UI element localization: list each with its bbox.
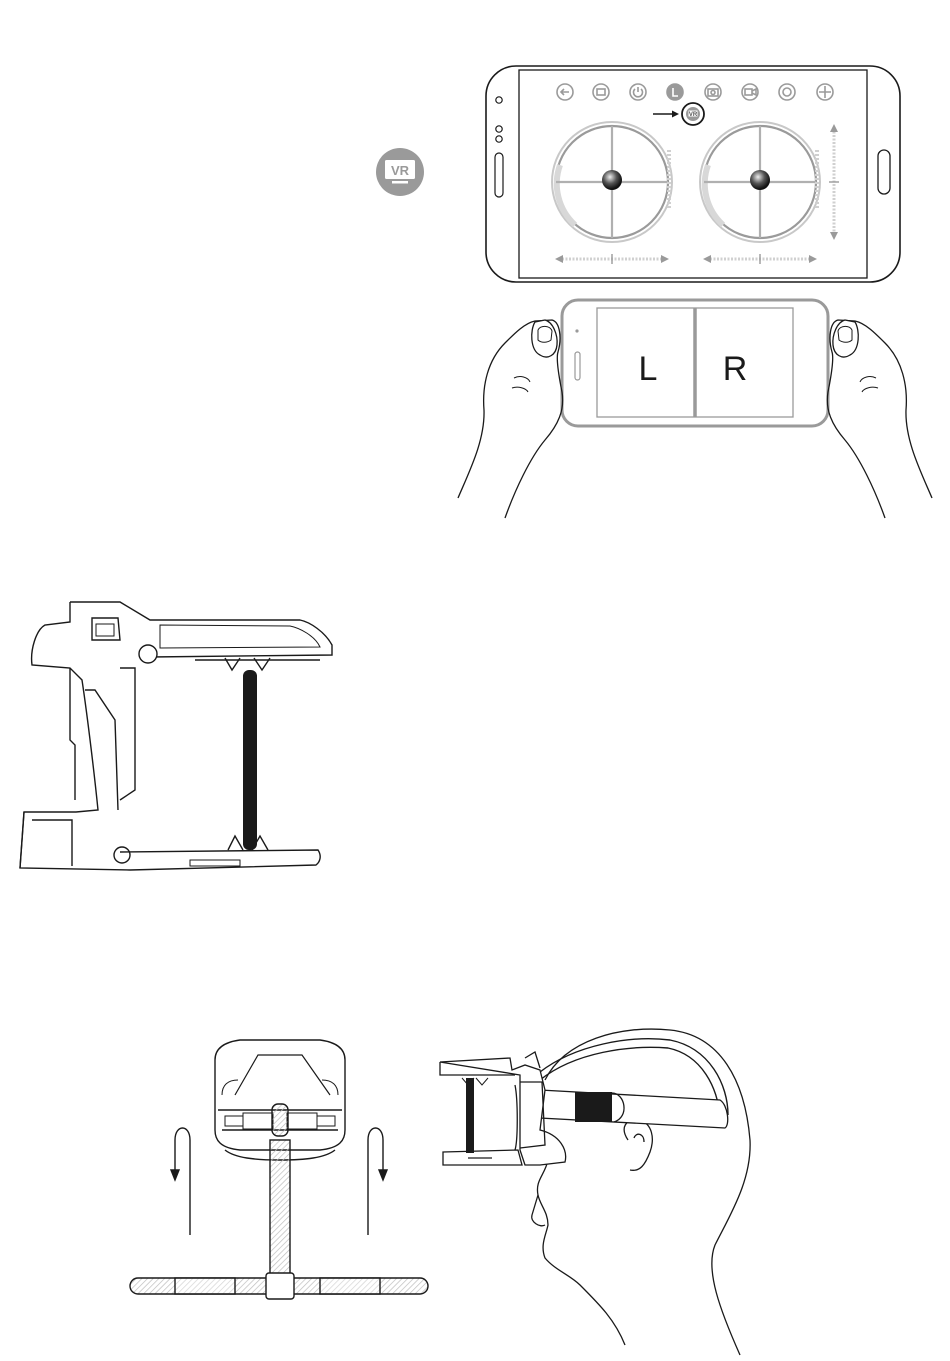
left-insert-arrow [171, 1128, 190, 1235]
vr-mode-badge: VR [376, 148, 424, 196]
ear [624, 1120, 652, 1171]
headset-worn-side-view [440, 1029, 750, 1355]
right-insert-arrow [368, 1128, 387, 1235]
right-joystick[interactable] [700, 122, 820, 242]
calibrate-icon[interactable] [817, 84, 833, 100]
right-joystick-knob[interactable] [750, 170, 770, 190]
left-joystick-knob[interactable] [602, 170, 622, 190]
l-mode-icon[interactable] [667, 84, 683, 100]
split-right-label: R [723, 350, 748, 388]
vr-button-label: VR [689, 112, 698, 118]
controller-phone: VR [486, 66, 900, 282]
top-head-strap [270, 1140, 290, 1280]
hands-holding-phone: L R [458, 300, 932, 518]
vr-badge-label: VR [391, 163, 410, 178]
left-joystick[interactable] [552, 122, 672, 242]
split-left-label: L [639, 350, 658, 388]
headset-front-with-strap [130, 1040, 428, 1299]
headset-side-view [20, 602, 332, 870]
elastic-strap [243, 670, 257, 850]
